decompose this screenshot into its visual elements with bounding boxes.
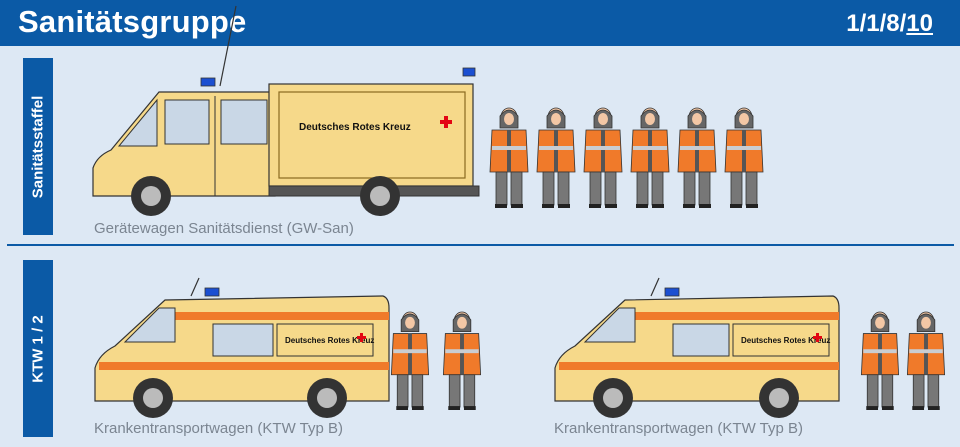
unit-code: 1/1/8/10 <box>846 10 933 38</box>
ktw-right-text: Deutsches Rotes Kreuz <box>741 336 830 345</box>
ktw-left-illustration: Deutsches Rotes Kreuz <box>94 277 390 418</box>
content-area: Sanitätsstaffel KTW 1 / 2 Gerätewagen Sa… <box>7 5 954 442</box>
page-title: Sanitätsgruppe <box>18 4 247 39</box>
section-label-sanitaetsstaffel: Sanitätsstaffel <box>23 58 53 235</box>
gw-box-text: Deutsches Rotes Kreuz <box>299 122 411 133</box>
crew-member-figure <box>489 107 529 208</box>
gw-san-truck-illustration: Deutsches Rotes Kreuz <box>92 5 480 216</box>
header-bar: Sanitätsgruppe 1/1/8/10 <box>0 0 960 46</box>
crew-member-figure <box>390 311 430 410</box>
section-label-ktw: KTW 1 / 2 <box>23 260 53 437</box>
crew-member-figure <box>583 107 623 208</box>
ktw-left-text: Deutsches Rotes Kreuz <box>285 336 374 345</box>
unit-code-prefix: 1/1/8/ <box>846 10 907 37</box>
caption-ktw-right: Krankentransportwagen (KTW Typ B) <box>554 420 803 437</box>
unit-code-underlined: 10 <box>906 10 933 37</box>
caption-ktw-left: Krankentransportwagen (KTW Typ B) <box>94 420 343 437</box>
crew-member-figure <box>906 311 946 410</box>
crew-member-figure <box>724 107 764 208</box>
crew-member-figure <box>860 311 900 410</box>
crew-member-figure <box>442 311 482 410</box>
caption-gw-san: Gerätewagen Sanitätsdienst (GW-San) <box>94 220 354 237</box>
crew-figures <box>390 107 946 410</box>
section-divider <box>7 244 954 246</box>
crew-member-figure <box>677 107 717 208</box>
crew-member-figure <box>630 107 670 208</box>
ktw-right-illustration: Deutsches Rotes Kreuz <box>554 277 840 418</box>
crew-member-figure <box>536 107 576 208</box>
